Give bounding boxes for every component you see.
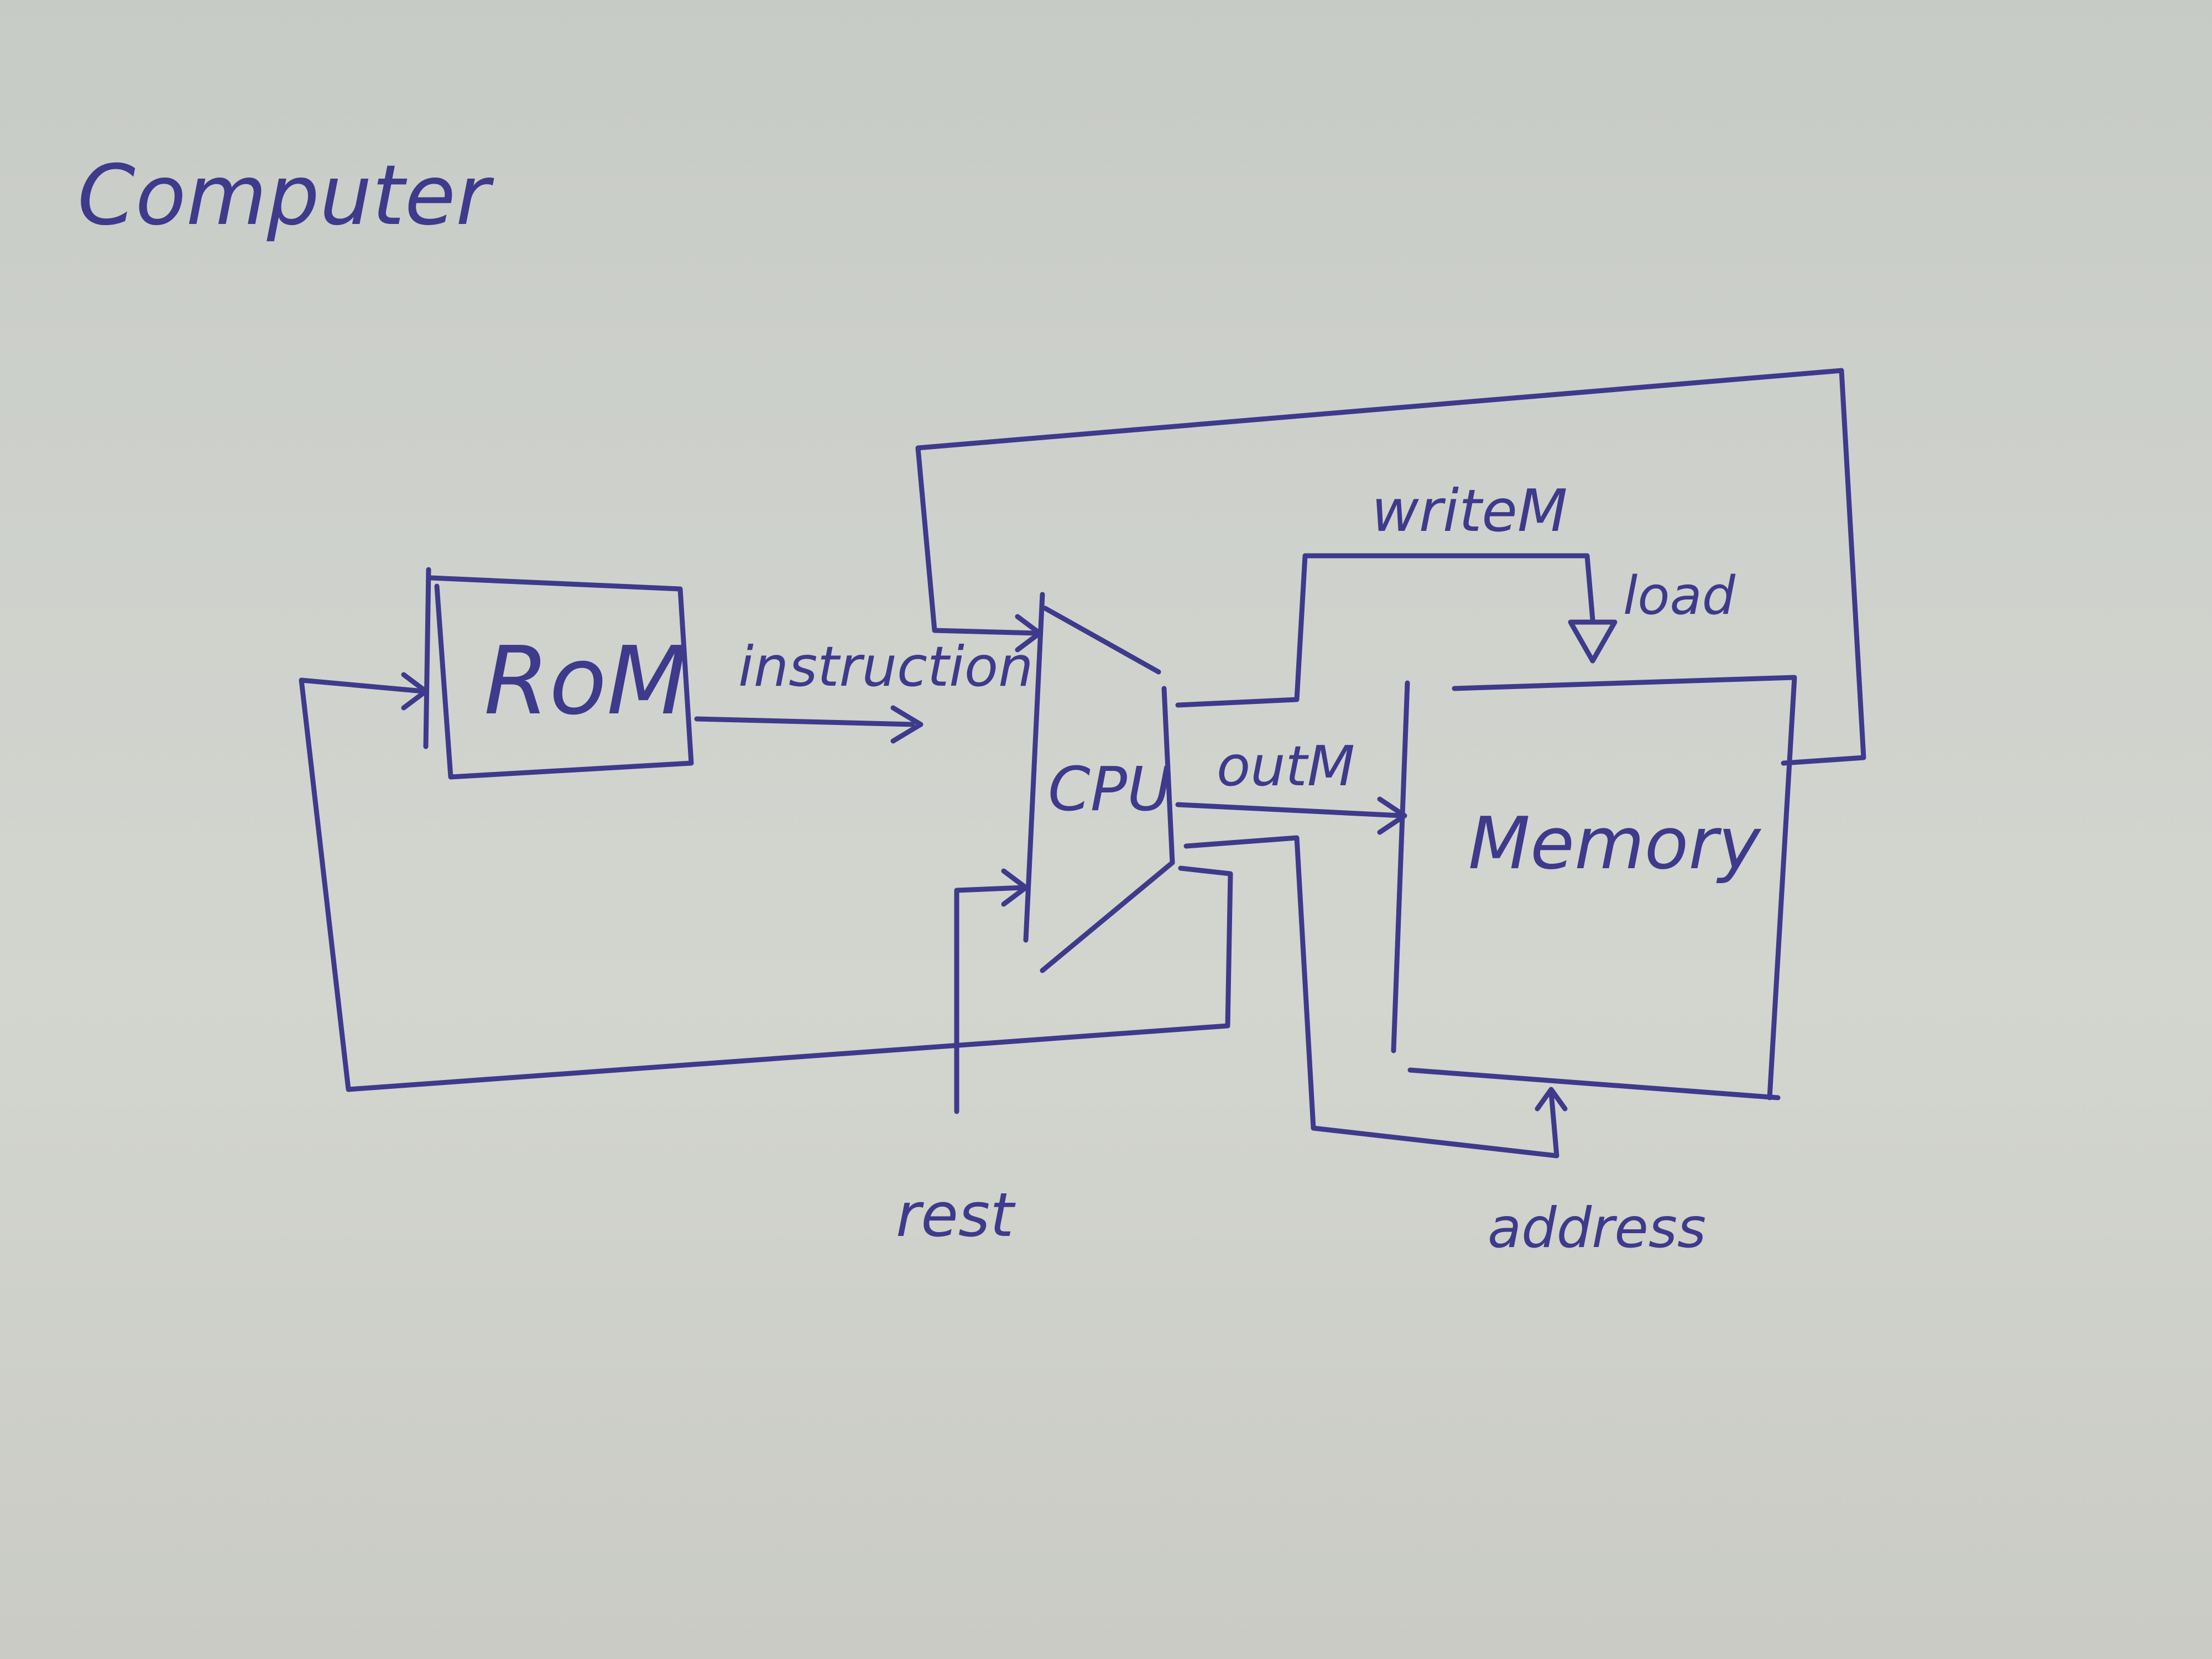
instruction-wire: instruction bbox=[694, 634, 1034, 744]
load-label: load bbox=[1623, 566, 1736, 627]
memory-output-wire bbox=[915, 368, 1866, 766]
writeM-wire: writeM load bbox=[1175, 477, 1736, 708]
memory-block: Memory bbox=[1391, 675, 1797, 1100]
outM-wire: outM bbox=[1175, 734, 1407, 835]
arrowhead-icon bbox=[890, 705, 924, 744]
load-arrowhead-icon bbox=[1568, 619, 1618, 664]
writeM-label: writeM bbox=[1371, 477, 1568, 545]
arrowhead-icon bbox=[1001, 868, 1029, 907]
arrowhead-icon bbox=[1015, 614, 1042, 653]
arrowhead-icon bbox=[401, 672, 429, 711]
address-wire: address bbox=[1183, 835, 1706, 1260]
rom-block: RoM bbox=[423, 567, 694, 780]
address-label: address bbox=[1488, 1196, 1706, 1260]
diagram-title: Computer bbox=[77, 148, 494, 244]
rom-label: RoM bbox=[484, 627, 688, 736]
arrowhead-icon bbox=[1377, 796, 1407, 835]
outM-label: outM bbox=[1217, 734, 1355, 799]
cpu-label: CPU bbox=[1048, 754, 1172, 825]
memory-label: Memory bbox=[1468, 801, 1762, 885]
instruction-label: instruction bbox=[738, 634, 1034, 699]
reset-wire: rest bbox=[896, 868, 1029, 1250]
address-arrowhead-icon bbox=[1535, 1087, 1568, 1112]
pc-wire bbox=[299, 672, 1233, 1092]
cpu-block: CPU bbox=[1023, 592, 1175, 973]
reset-label: rest bbox=[896, 1180, 1016, 1250]
